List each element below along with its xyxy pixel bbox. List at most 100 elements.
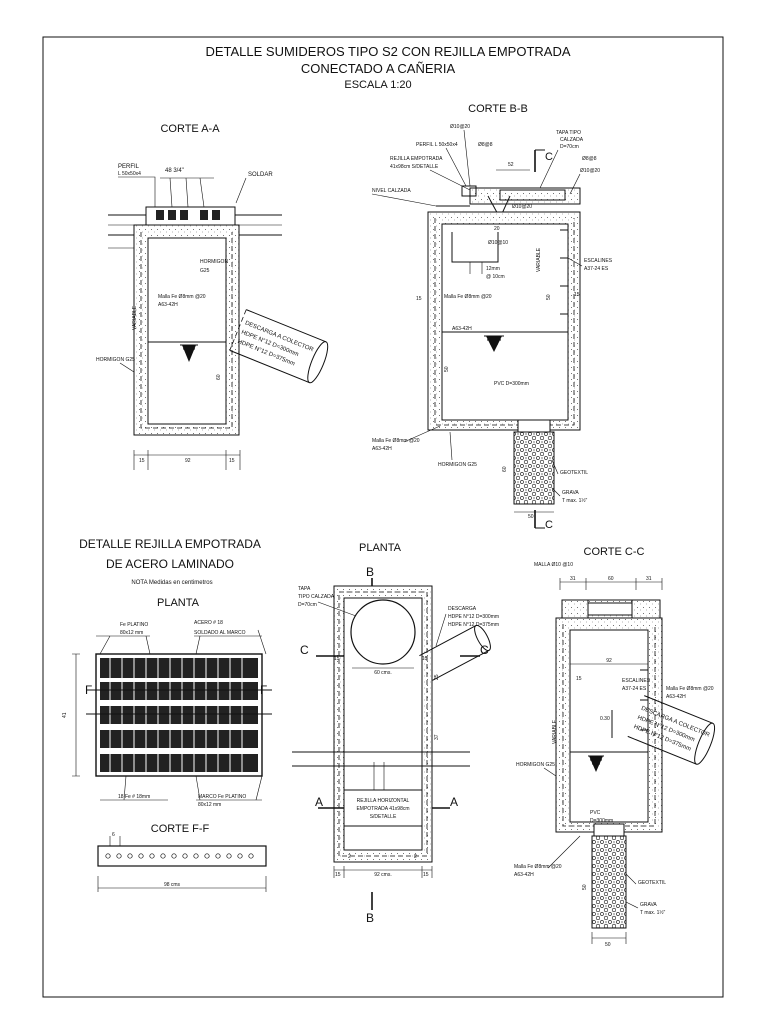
aa-hormigon-b: G25 [200,268,210,274]
aa-perfil-size: L 50x50x4 [118,171,141,177]
corte-aa-grate-bar [200,210,208,220]
rejilla-marco-1: MARCO Fe PLATINO [198,794,246,800]
rejilla-dim-41: 41 [62,712,68,718]
corte-aa-title: CORTE A-A [160,123,220,135]
aa-variable: VARIABLE [132,305,138,330]
planta-descarga-3: HDPE N°12 D=375mm [448,622,499,628]
bb-dim-52: 52 [508,162,514,168]
cc-dim-31b: 31 [646,576,652,582]
bb-tapa-1: TAPA TIPO [556,130,581,136]
bb-variable: VARIABLE [536,247,542,272]
planta-dim-2b: 2 [414,854,417,860]
aa-dim-15a: 15 [139,458,145,464]
cc-grava-2: T max. 1½" [640,909,666,916]
planta-rejilla-1: REJILLA HORIZONTAL [357,798,410,804]
cc-malla: MALLA Ø10 @10 [534,562,573,568]
planta-dim-92: 92 cms. [374,872,392,878]
cc-gravel-pit [591,835,627,929]
cc-dim-60: 60 [608,576,614,582]
aa-perfil: PERFIL [118,164,140,170]
cc-geotextil: GEOTEXTIL [638,880,666,886]
rejilla-dim-6: 6 [112,832,115,838]
planta-dim-37: 37 [434,734,440,740]
cc-escalines-2: A37-24 ES [622,686,647,692]
bb-rejilla-1: REJILLA EMPOTRADA [390,156,443,162]
bb-dim-12: 12mm [486,266,500,272]
bb-l-10c: Ø10@20 [512,204,532,210]
bb-nivel: NIVEL CALZADA [372,188,411,194]
corte-aa-grate-bar [180,210,188,220]
rejilla-dim-98: 98 cms [164,882,181,888]
cc-escalines-1: ESCALINES [622,678,651,684]
bb-dim-15b: 15 [574,292,580,298]
planta-dim-15-left: 15 [334,656,340,662]
rejilla-detail-section: DETALLE REJILLA EMPOTRADA DE ACERO LAMIN… [62,537,272,892]
cc-outlet [593,823,625,837]
planta-rejilla-2: EMPOTRADA 41x98cm [356,806,409,812]
planta-rejilla [343,789,423,827]
rejilla-mark-f-right: F [260,683,267,697]
rejilla-marco-2: 80x12 mm [198,802,221,808]
cc-malla-2: Malla Fe Ø8mm @20 [666,686,714,692]
planta-mark-b-bottom: B [366,911,374,925]
bb-a63: A63-42H [452,326,472,332]
rejilla-acero-2: SOLDADO AL MARCO [194,630,246,636]
title-line-1: DETALLE SUMIDEROS TIPO S2 CON REJILLA EM… [205,44,570,59]
corte-bb-title: CORTE B-B [468,103,528,115]
corte-aa-grate-bar [212,210,220,220]
rejilla-bars [100,658,258,772]
planta-mark-b-top: B [366,565,374,579]
bb-outlet [517,419,551,433]
planta-section: PLANTA B B 60 cms. DESCARGA HDPE N°12 D=… [292,542,499,925]
rejilla-platino-2: 80x12 mm [120,630,143,636]
cc-grava-1: GRAVA [640,902,657,908]
bb-dim-20: 20 [494,226,500,232]
title-scale: ESCALA 1:20 [344,79,411,91]
corte-aa-grate-bar [156,210,164,220]
bb-l-10b: Ø10@20 [580,168,600,174]
rejilla-title-1: DETALLE REJILLA EMPOTRADA [79,537,261,551]
planta-dim-15-bottom-right: 15 [423,872,429,878]
bb-mark-c-bottom: C [545,519,553,531]
planta-mark-a-left: A [315,795,323,809]
planta-dim-15-bottom-left: 15 [335,872,341,878]
planta-title: PLANTA [359,542,402,554]
bb-gravel-pit [513,431,555,505]
bb-grava-1: GRAVA [562,490,579,496]
aa-malla: Malla Fe Ø8mm @20 [158,294,206,300]
rejilla-planta: PLANTA [157,597,200,609]
cc-a63b: A63-42H [514,872,534,878]
bb-dim-15: 15 [416,296,422,302]
bb-dim-50a: 50 [546,294,552,300]
aa-malla-2: A63-42H [158,302,178,308]
planta-mark-c-left: C [300,643,309,657]
planta-dim-15-right: 15 [422,656,428,662]
planta-tapa-2: TIPO CALZADA [298,594,335,600]
planta-manhole [350,599,416,665]
bb-tapa-3: D=70cm [560,144,579,150]
cc-dim-15: 15 [576,676,582,682]
bb-escalines-1: ESCALINES [584,258,613,264]
cc-variable: VARIABLE [552,719,558,744]
bb-hormigon: HORMIGON G25 [438,462,477,468]
aa-discharge-pipe: DESCARGA A COLECTOR HDPE N°12 D=300mm HD… [229,309,329,384]
planta-dim-60: 60 cms. [374,670,392,676]
cc-dim-50: 50 [582,884,588,890]
corte-cc-title: CORTE C-C [584,546,645,558]
planta-dim-2a: 2 [348,854,351,860]
aa-dim-92: 92 [185,458,191,464]
aa-dim-48: 48 3/4" [165,168,184,174]
planta-descarga-2: HDPE N°12 D=300mm [448,614,499,620]
cc-a63: A63-42H [666,694,686,700]
planta-dim-25: 25 [434,674,440,680]
bb-l-8: Ø8@8 [478,142,493,148]
planta-descarga-1: DESCARGA [448,606,477,612]
bb-escalines-2: A37-24 ES [584,266,609,272]
rejilla-ff-bar [97,845,267,867]
aa-dim-15b: 15 [229,458,235,464]
title-line-2: CONECTADO A CAÑERIA [301,61,456,76]
cc-pvc-1: PVC [590,810,601,816]
bb-dim-50b: 50 [444,366,450,372]
bb-perfil: PERFIL L 50x50x4 [416,142,458,148]
